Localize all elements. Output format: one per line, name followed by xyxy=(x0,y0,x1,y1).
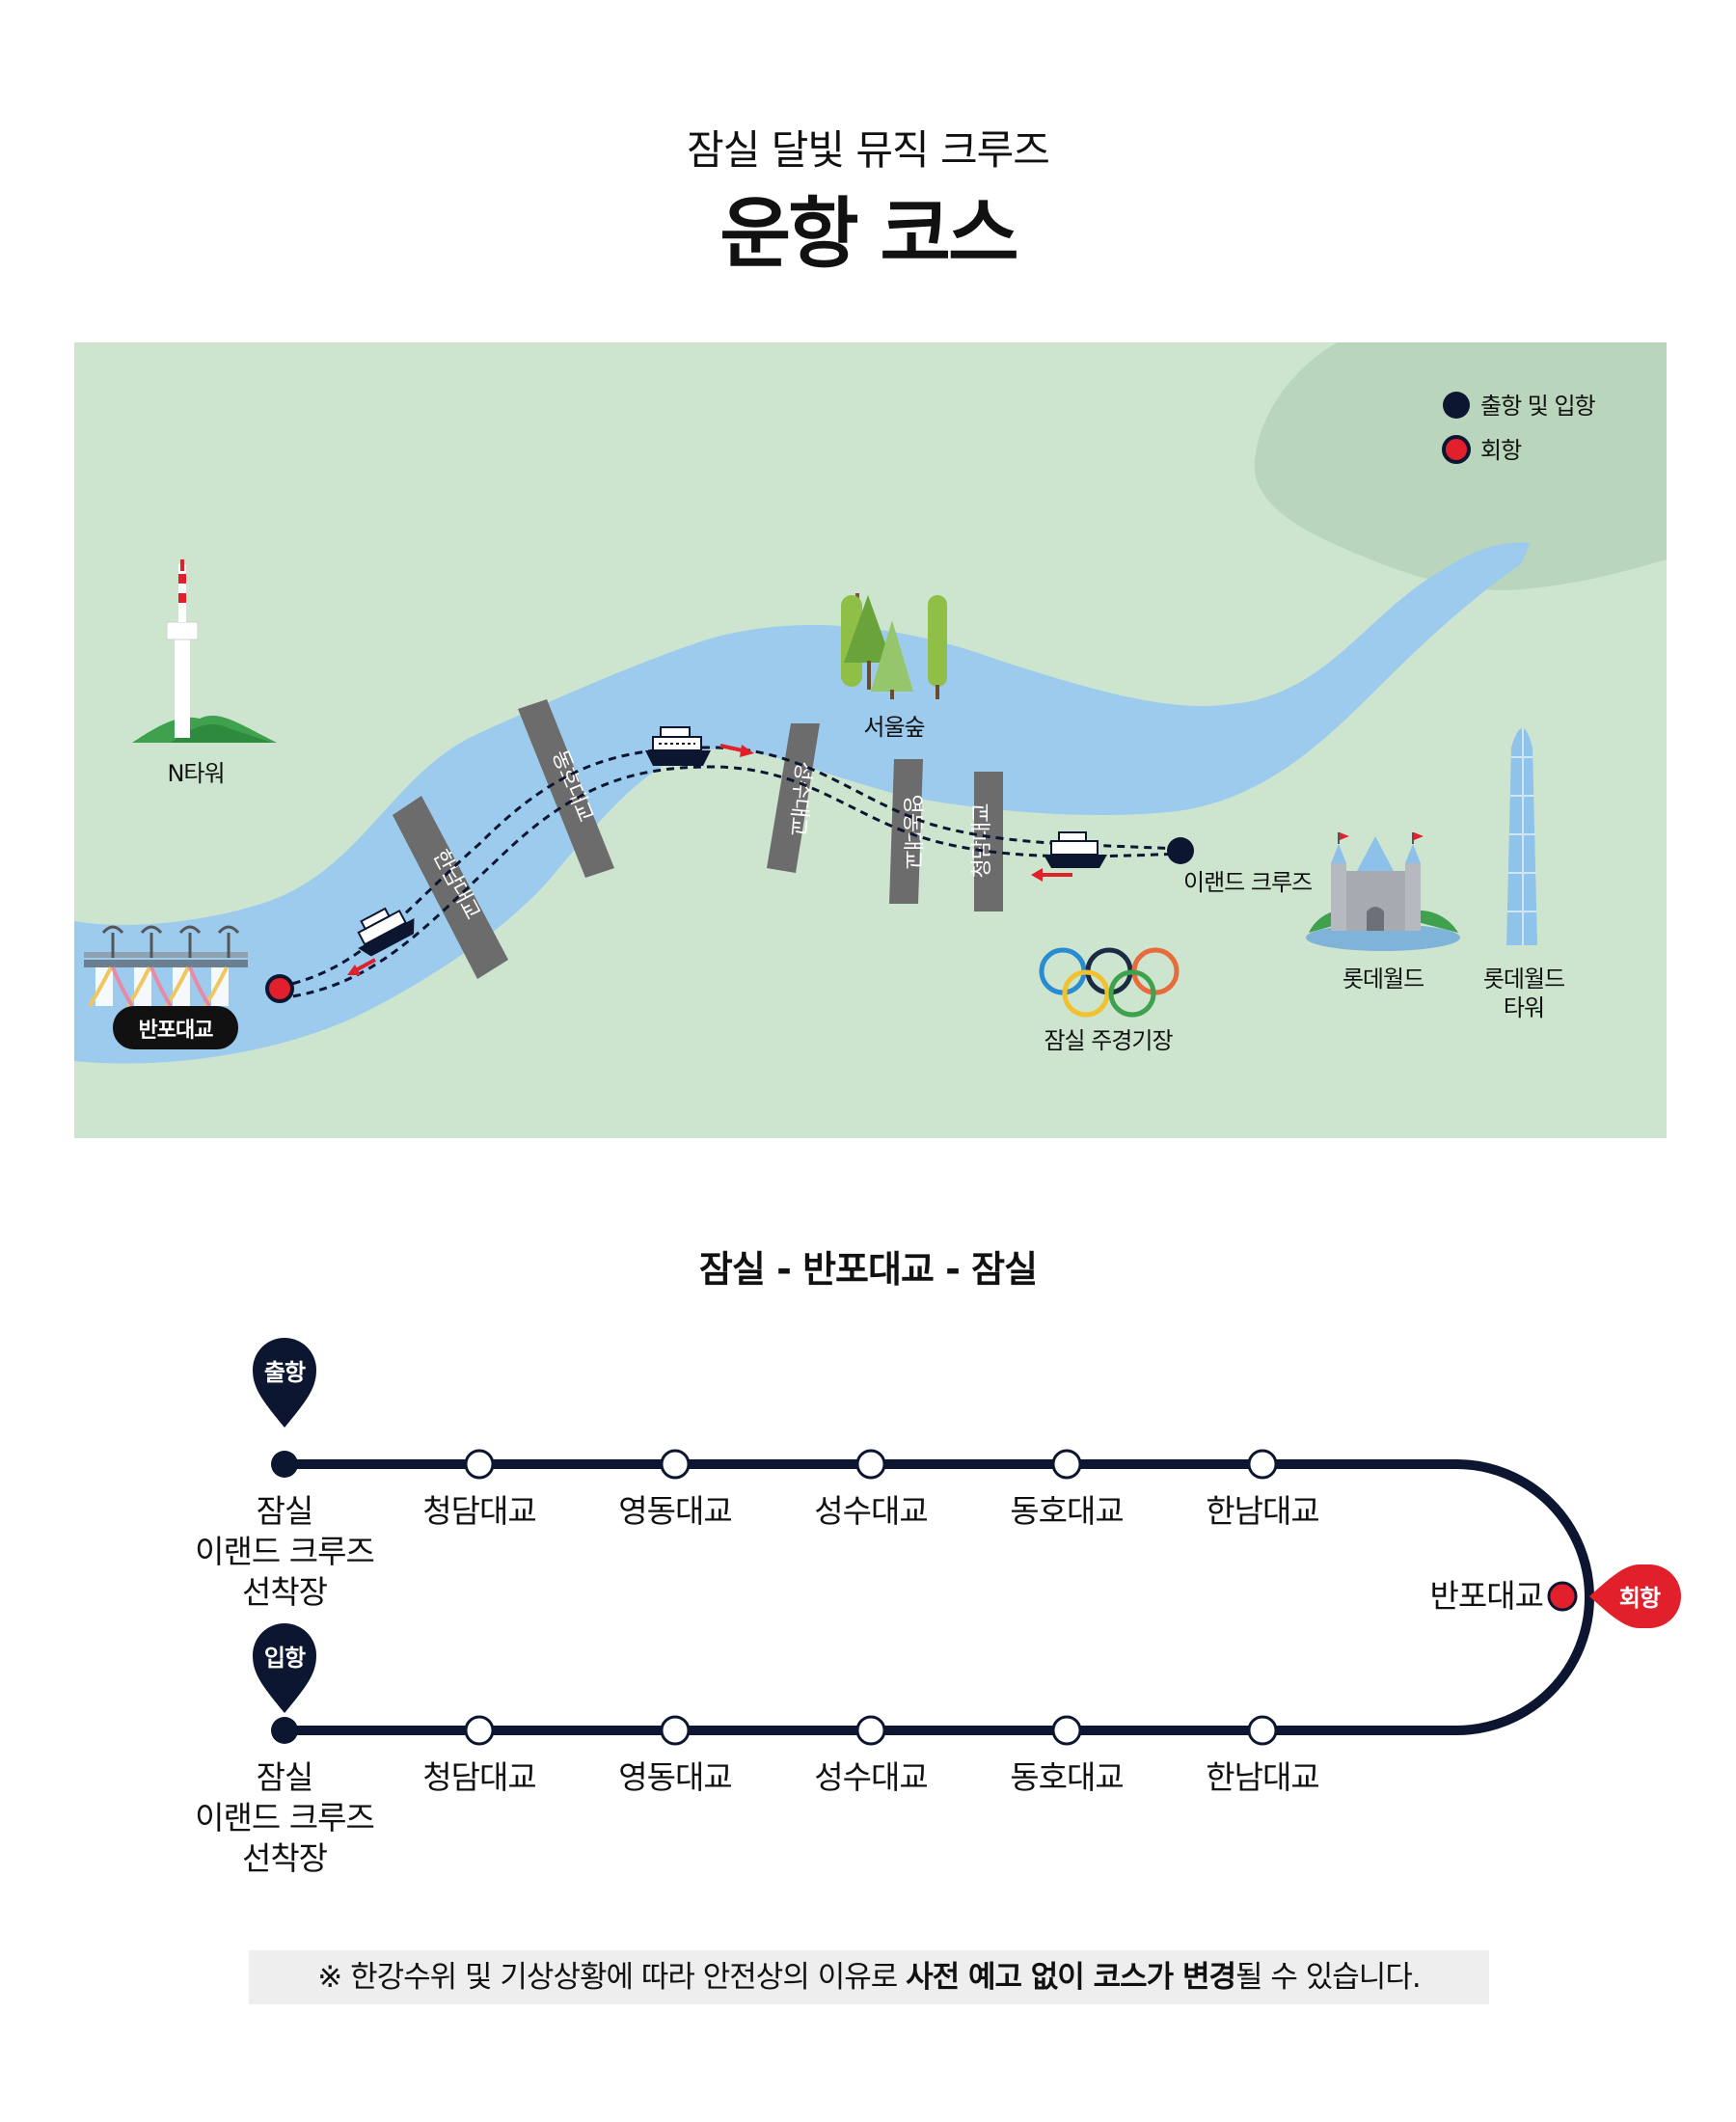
bottom-stop-dots xyxy=(464,1715,1278,1746)
stop-label: 청담대교 xyxy=(422,1758,536,1796)
direction-arrow-icon xyxy=(1031,868,1072,882)
eland-cruise-dot xyxy=(1167,837,1194,864)
notice-suffix: 될 수 있습니다. xyxy=(1235,1960,1422,1995)
cruise-map: 한남대교 동호대교 성수대교 영동대교 청담대교 xyxy=(74,342,1667,1138)
boat-icon xyxy=(645,726,711,766)
banpo-turn-dot xyxy=(265,974,294,1003)
route-diagram: 출항 입항 회항 잠실 이랜 xyxy=(0,1331,1736,1910)
seoul-forest-label: 서울숲 xyxy=(863,714,924,741)
map-svg: 한남대교 동호대교 성수대교 영동대교 청담대교 xyxy=(74,342,1667,1138)
eland-cruise-label: 이랜드 크루즈 xyxy=(1183,869,1312,896)
bridge-cheongdam: 청담대교 xyxy=(970,772,1003,911)
direction-arrow-icon xyxy=(719,744,754,757)
turn-badge: 회항 xyxy=(1589,1564,1681,1628)
route-title: 잠실 - 반포대교 - 잠실 xyxy=(698,1248,1038,1291)
stop-label: 영동대교 xyxy=(618,1758,732,1796)
svg-text:청담대교: 청담대교 xyxy=(970,803,994,879)
arrival-pin: 입항 xyxy=(253,1623,316,1713)
turn-stop-dot xyxy=(1547,1581,1578,1612)
lotte-world-label: 롯데월드 xyxy=(1343,966,1424,993)
stop-label: 청담대교 xyxy=(422,1492,536,1530)
page-subtitle: 잠실 달빛 뮤직 크루즈 xyxy=(687,126,1050,174)
stop-label: 성수대교 xyxy=(814,1492,928,1530)
notice-banner: ※ 한강수위 및 기상상황에 따라 안전상의 이유로 사전 예고 없이 코스가 … xyxy=(249,1950,1489,2004)
seoul-forest-icon xyxy=(841,593,947,699)
stop-label: 한남대교 xyxy=(1206,1758,1319,1796)
departure-pin: 출항 xyxy=(253,1338,316,1428)
boat-icon xyxy=(357,907,415,957)
stop-label: 동호대교 xyxy=(1010,1758,1124,1796)
bridge-seongsu: 성수대교 xyxy=(767,723,820,873)
direction-arrow-icon xyxy=(347,958,376,975)
origin-stop-dot xyxy=(271,1451,298,1478)
boat-icon xyxy=(1044,831,1107,868)
turn-stop-label: 반포대교 xyxy=(1429,1577,1544,1615)
lotte-world-icon xyxy=(1306,832,1460,951)
svg-text:출항: 출항 xyxy=(264,1359,306,1386)
svg-text:회항: 회항 xyxy=(1619,1585,1661,1612)
route-return xyxy=(279,765,1181,1000)
top-stop-dots xyxy=(464,1449,1278,1480)
han-river xyxy=(74,542,1531,1064)
stop-label: 한남대교 xyxy=(1206,1492,1319,1530)
route-outbound xyxy=(279,746,1181,989)
svg-text:입항: 입항 xyxy=(264,1645,306,1672)
banpo-bridge-icon xyxy=(84,925,248,1008)
notice-emphasis: 사전 예고 없이 코스가 변경 xyxy=(906,1960,1236,1995)
origin-label: 잠실 이랜드 크루즈 선착장 xyxy=(195,1492,375,1611)
olympic-stadium-label: 잠실 주경기장 xyxy=(1044,1027,1173,1054)
origin-label: 잠실 이랜드 크루즈 선착장 xyxy=(195,1758,375,1877)
route-diagram-svg: 출항 입항 회항 xyxy=(253,1338,1681,1746)
stop-label: 영동대교 xyxy=(618,1492,732,1530)
bridge-yeongdong: 영동대교 xyxy=(889,759,924,904)
banpo-bridge-label: 반포대교 xyxy=(139,1019,214,1043)
olympic-rings-icon xyxy=(1039,947,1180,1018)
map-legend: 출항 및 입항 회항 xyxy=(1442,392,1597,464)
n-tower-label: N타워 xyxy=(167,760,224,787)
svg-text:출항 및 입항: 출항 및 입항 xyxy=(1480,393,1596,420)
lotte-tower-icon xyxy=(1506,728,1537,945)
n-tower-icon xyxy=(132,559,277,743)
notice-prefix: ※ 한강수위 및 기상상황에 따라 안전상의 이유로 xyxy=(317,1960,907,1995)
stop-label: 성수대교 xyxy=(814,1758,928,1796)
stop-label: 동호대교 xyxy=(1010,1492,1124,1530)
route-line xyxy=(285,1459,1594,1735)
svg-text:회항: 회항 xyxy=(1480,437,1522,464)
lotte-tower-label-1: 롯데월드 xyxy=(1483,966,1564,993)
banpo-bridge-badge xyxy=(113,1006,238,1049)
hill-area xyxy=(1254,342,1667,590)
page-title: 운항 코스 xyxy=(719,189,1018,279)
origin-stop-dot xyxy=(271,1717,298,1744)
lotte-tower-label-2: 타워 xyxy=(1504,994,1544,1021)
